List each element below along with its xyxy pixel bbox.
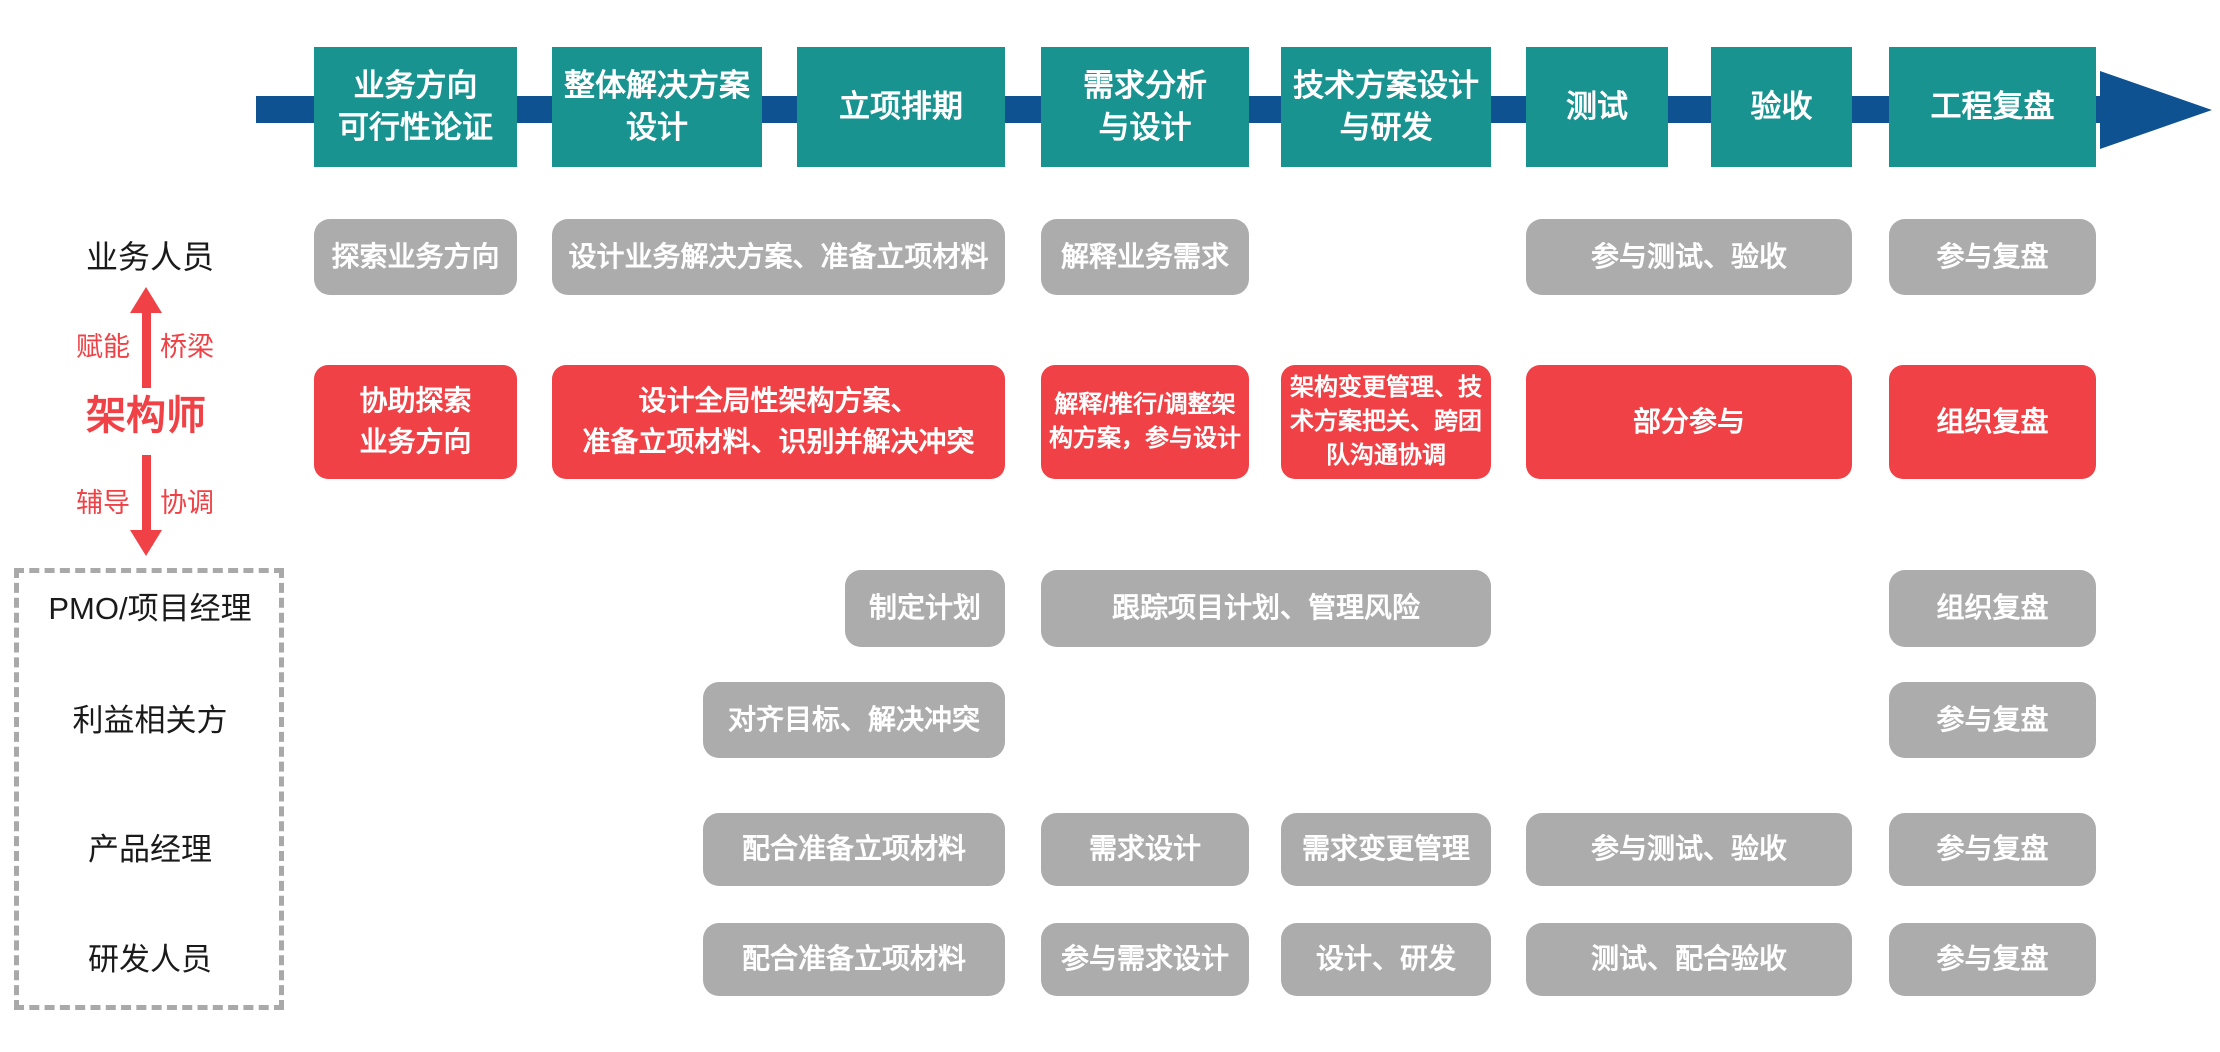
task-business-solution: 设计业务解决方案、准备立项材料: [552, 219, 1005, 295]
task-business-explore: 探索业务方向: [314, 219, 517, 295]
task-product-test-accept: 参与测试、验收: [1526, 813, 1852, 886]
task-dev-design-dev: 设计、研发: [1281, 923, 1491, 996]
task-architect-explain-adjust: 解释/推行/调整架 构方案，参与设计: [1041, 365, 1249, 479]
task-business-explain-needs: 解释业务需求: [1041, 219, 1249, 295]
task-business-test-accept: 参与测试、验收: [1526, 219, 1852, 295]
actor-architect-label: 架构师: [86, 394, 206, 438]
phase-box-retrospective: 工程复盘: [1889, 47, 2096, 167]
arrow-up-line: [142, 311, 151, 388]
phase-box-testing: 测试: [1526, 47, 1668, 167]
phase-box-feasibility: 业务方向 可行性论证: [314, 47, 517, 167]
task-pmo-plan: 制定计划: [845, 570, 1005, 647]
task-stakeholder-align: 对齐目标、解决冲突: [703, 682, 1005, 758]
task-dev-join-req-design: 参与需求设计: [1041, 923, 1249, 996]
task-architect-assist-explore: 协助探索 业务方向: [314, 365, 517, 479]
task-pmo-track: 跟踪项目计划、管理风险: [1041, 570, 1491, 647]
task-stakeholder-retro: 参与复盘: [1889, 682, 2096, 758]
phase-box-overall-solution: 整体解决方案 设计: [552, 47, 762, 167]
task-pmo-retro: 组织复盘: [1889, 570, 2096, 647]
actor-pmo-label: PMO/项目经理: [48, 591, 252, 626]
coordinate-label: 协调: [160, 488, 214, 518]
timeline-arrow-head-icon: [2100, 71, 2212, 149]
phase-box-tech-design-dev: 技术方案设计 与研发: [1281, 47, 1491, 167]
coach-label: 辅导: [76, 488, 130, 518]
task-architect-partial: 部分参与: [1526, 365, 1852, 479]
task-business-retro: 参与复盘: [1889, 219, 2096, 295]
actor-business-label: 业务人员: [85, 239, 214, 275]
task-dev-retro: 参与复盘: [1889, 923, 2096, 996]
phase-box-acceptance: 验收: [1711, 47, 1852, 167]
arrow-up-icon: [130, 287, 162, 313]
arrow-down-line: [142, 455, 151, 532]
task-architect-change-mgmt: 架构变更管理、技 术方案把关、跨团 队沟通协调: [1281, 365, 1491, 479]
task-dev-materials: 配合准备立项材料: [703, 923, 1005, 996]
enable-label: 赋能: [76, 332, 130, 362]
actor-developer-label: 研发人员: [88, 942, 212, 977]
actor-stakeholder-label: 利益相关方: [72, 703, 228, 738]
task-product-materials: 配合准备立项材料: [703, 813, 1005, 886]
bridge-label: 桥梁: [160, 332, 214, 362]
task-architect-retro: 组织复盘: [1889, 365, 2096, 479]
task-product-req-design: 需求设计: [1041, 813, 1249, 886]
arrow-down-icon: [130, 530, 162, 556]
phase-box-requirement-design: 需求分析 与设计: [1041, 47, 1249, 167]
phase-box-project-scheduling: 立项排期: [797, 47, 1005, 167]
task-architect-global-design: 设计全局性架构方案、 准备立项材料、识别并解决冲突: [552, 365, 1005, 479]
task-product-change-mgmt: 需求变更管理: [1281, 813, 1491, 886]
task-dev-test-support: 测试、配合验收: [1526, 923, 1852, 996]
task-product-retro: 参与复盘: [1889, 813, 2096, 886]
supporting-roles-group-box: [14, 568, 284, 1010]
actor-product-manager-label: 产品经理: [88, 832, 212, 867]
